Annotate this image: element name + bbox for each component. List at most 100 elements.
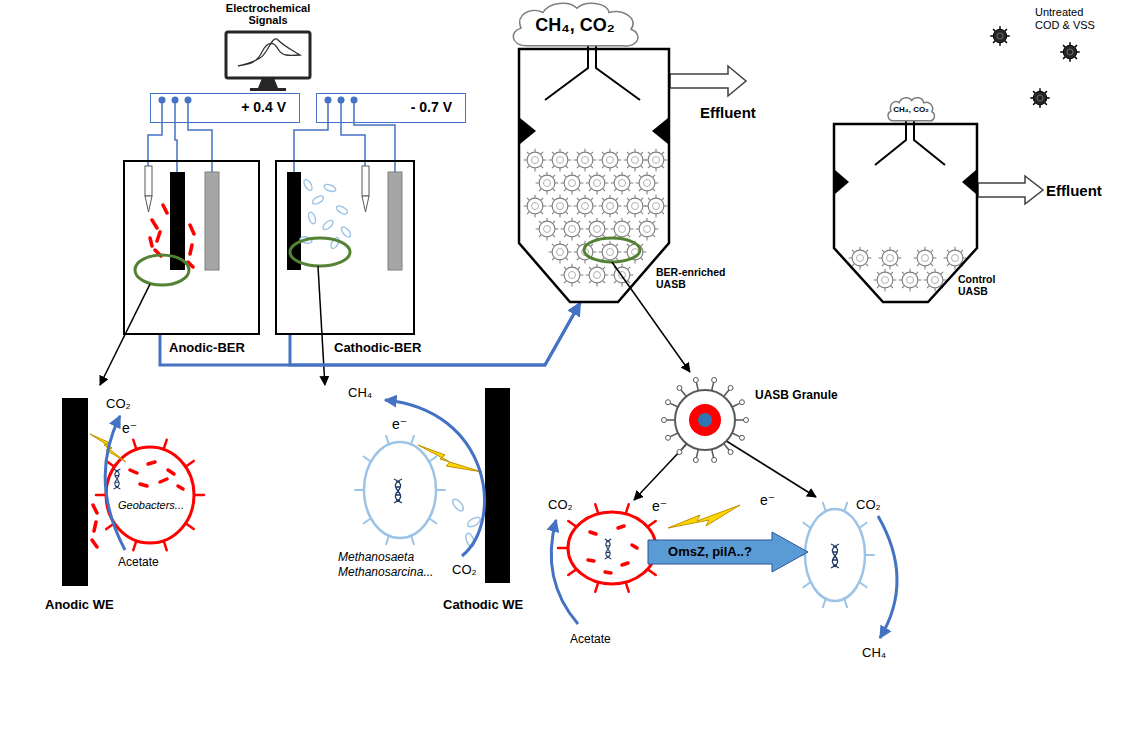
monitor-stand bbox=[258, 78, 278, 88]
dna-icon bbox=[394, 479, 402, 503]
species-label: Methanosaeta Methanosarcina... bbox=[338, 550, 453, 580]
gene-label: OmsZ, pilA..? bbox=[668, 544, 752, 560]
reactor-outline bbox=[834, 124, 977, 302]
potentiostat-box: - 0.7 V bbox=[316, 93, 466, 123]
arrow-outline bbox=[648, 532, 808, 572]
electron-label: e⁻ bbox=[122, 420, 137, 437]
reference-electrode-tip bbox=[145, 196, 152, 212]
cell-content bbox=[130, 462, 183, 489]
uasb-shape bbox=[518, 48, 670, 303]
granule-spike bbox=[712, 449, 714, 458]
reaction-arrow bbox=[878, 516, 897, 638]
electron-transfer-bolt bbox=[418, 445, 482, 472]
granule-spike bbox=[666, 419, 675, 421]
geobacter-cell bbox=[568, 512, 656, 584]
geobacter-cell bbox=[106, 447, 194, 543]
counter-electrode bbox=[205, 172, 219, 270]
granule-spike bbox=[724, 443, 730, 450]
granule-spike-tip bbox=[728, 450, 733, 455]
reference-electrode bbox=[145, 166, 152, 196]
granule-bed bbox=[524, 149, 668, 287]
dna-icon bbox=[605, 539, 612, 559]
granule-shape bbox=[660, 372, 835, 468]
species-label: Geobacters... bbox=[118, 499, 184, 512]
anodic-electrode-zoom bbox=[62, 398, 204, 586]
granule-spike bbox=[670, 403, 678, 407]
granule-core bbox=[698, 413, 712, 427]
granule-spike bbox=[735, 419, 744, 421]
control-uasb-contents bbox=[835, 26, 1080, 291]
granule-spike bbox=[712, 382, 714, 391]
block-arrow: OmsZ, pilA..? bbox=[648, 532, 808, 572]
uasb-reactor: BER-enriched UASB bbox=[518, 48, 670, 303]
flow-label: Effluent bbox=[1046, 182, 1102, 200]
granule-drawing bbox=[662, 378, 749, 463]
working-electrode bbox=[485, 388, 510, 583]
flow-label: Effluent bbox=[700, 104, 756, 122]
dna-icon bbox=[114, 469, 121, 489]
granule-spike bbox=[670, 433, 678, 437]
geobacter-cells bbox=[92, 505, 97, 547]
wire bbox=[341, 100, 365, 166]
monitor-icon: Electrochemical Signals bbox=[222, 2, 314, 92]
cloud-outline bbox=[888, 98, 934, 121]
monitor-screen bbox=[226, 32, 310, 78]
potentiostat-box: + 0.4 V bbox=[150, 93, 300, 123]
focus-ellipse bbox=[290, 238, 350, 266]
granule-spike-tip bbox=[677, 450, 682, 455]
granule-spike-tip bbox=[677, 385, 682, 390]
biogas-cloud: CH₄, CO₂ bbox=[885, 96, 937, 123]
potential-value: - 0.7 V bbox=[411, 99, 452, 116]
granule-spike-tip bbox=[666, 435, 671, 440]
granule-spike-tip bbox=[712, 378, 717, 383]
cathodic-reactor-contents bbox=[287, 166, 402, 270]
granule-spike bbox=[732, 403, 740, 407]
granule-spike bbox=[732, 433, 740, 437]
counter-electrode bbox=[388, 172, 402, 270]
uasb-shape bbox=[833, 123, 978, 303]
reaction-arrow bbox=[105, 416, 125, 550]
reaction-arrow bbox=[551, 520, 578, 624]
granule-layer bbox=[689, 404, 721, 436]
focus-ellipse bbox=[584, 238, 640, 262]
voltammogram-curve bbox=[238, 39, 300, 66]
uasb-granule: UASB Granule bbox=[660, 372, 835, 468]
anodic-reactor-contents bbox=[135, 166, 219, 285]
reference-electrode-tip bbox=[362, 196, 369, 212]
reactor-box: Cathodic-BER bbox=[275, 160, 415, 335]
granule-spike bbox=[724, 390, 730, 397]
electrode-label: Anodic WE bbox=[45, 597, 114, 613]
ber-uasb-contents bbox=[520, 36, 746, 286]
electrode-label: Cathodic WE bbox=[443, 597, 523, 613]
reference-electrode bbox=[362, 166, 369, 196]
biogas-cloud: CH₄, CO₂ bbox=[505, 0, 645, 50]
potential-value: + 0.4 V bbox=[241, 99, 286, 116]
granule-spike-tip bbox=[666, 400, 671, 405]
granule-spike bbox=[696, 382, 698, 391]
granule-body bbox=[675, 390, 735, 450]
cell-pili bbox=[796, 503, 874, 608]
granule-spike-tip bbox=[662, 418, 667, 423]
monitor-base bbox=[250, 88, 286, 91]
granule-spike-tip bbox=[693, 457, 698, 462]
cloud-outline bbox=[513, 3, 638, 46]
granule-spike-tip bbox=[712, 457, 717, 462]
granule-spike bbox=[681, 443, 687, 450]
cell-pili bbox=[96, 440, 204, 550]
note-label: Untreated COD & VSS bbox=[1035, 6, 1100, 32]
working-electrode bbox=[62, 398, 88, 586]
dna-icon bbox=[831, 544, 839, 568]
granule-spike-tip bbox=[744, 418, 749, 423]
baffle bbox=[520, 118, 536, 144]
untreated-particles bbox=[990, 26, 1080, 108]
baffle bbox=[962, 170, 976, 194]
methanogen-cells bbox=[451, 497, 482, 547]
granule-spike-tip bbox=[739, 400, 744, 405]
chemical-label: CH₄ bbox=[862, 645, 886, 661]
gas-label: CH₄, CO₂ bbox=[535, 14, 615, 36]
granule-interaction bbox=[551, 432, 897, 638]
zoom-line bbox=[712, 432, 816, 497]
granule-spike-tip bbox=[728, 385, 733, 390]
reactor-label: BER-enriched UASB bbox=[656, 266, 736, 290]
